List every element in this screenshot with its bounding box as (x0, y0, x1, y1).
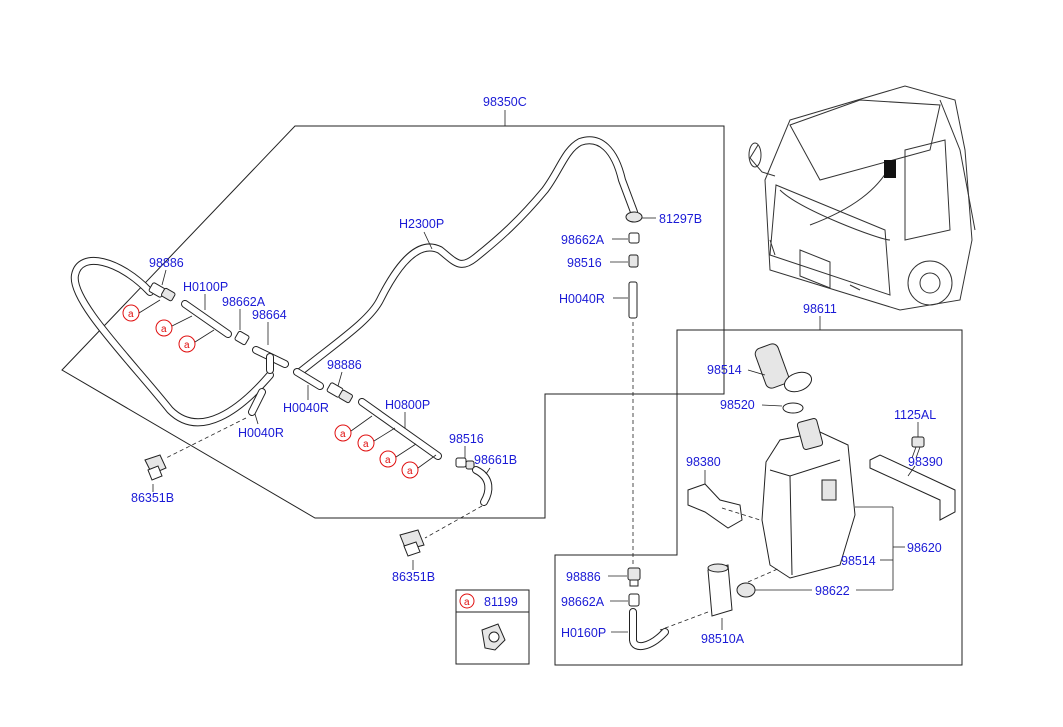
marker-a-6: a (385, 455, 391, 466)
label-98620: 98620 (907, 541, 942, 555)
marker-a-2: a (161, 324, 167, 335)
reservoir-tank-98620 (761, 418, 856, 579)
connector-98516-left (455, 457, 475, 470)
pipe-H0040R-b (248, 388, 266, 416)
joint-98662A-left (234, 330, 250, 346)
label-81297B: 81297B (659, 212, 702, 226)
legend-marker-a: a (464, 597, 470, 608)
label-86351B-a: 86351B (131, 491, 174, 505)
label-98662A-a: 98662A (222, 295, 266, 309)
label-98886-b: 98886 (327, 358, 362, 372)
joint-98662A-upper (628, 232, 640, 244)
bracket-98390 (869, 454, 956, 521)
pipe-H0040R-vertical (628, 281, 638, 319)
label-98662A-b: 98662A (561, 233, 605, 247)
grommet-81297B (625, 211, 643, 223)
connector-98886-left (148, 282, 176, 302)
pump-98510A (707, 563, 733, 617)
connector-98516-upper (628, 254, 639, 268)
label-98886-c: 98886 (566, 570, 601, 584)
label-98611: 98611 (803, 302, 837, 316)
label-98350C: 98350C (483, 95, 527, 109)
label-98380: 98380 (686, 455, 721, 469)
label-98622: 98622 (815, 584, 850, 598)
label-H0100P: H0100P (183, 280, 228, 294)
marker-a-3: a (184, 340, 190, 351)
connector-98886-middle (326, 382, 353, 404)
label-86351B-b: 86351B (392, 570, 435, 584)
label-H0040R-b: H0040R (238, 426, 284, 440)
label-98510A: 98510A (701, 632, 745, 646)
grommet-98622 (736, 582, 756, 598)
label-H2300P: H2300P (399, 217, 444, 231)
clip-markers-right (334, 415, 437, 479)
label-H0160P: H0160P (561, 626, 606, 640)
label-H0800P: H0800P (385, 398, 430, 412)
label-98516-a: 98516 (449, 432, 484, 446)
label-98520: 98520 (720, 398, 755, 412)
marker-a-4: a (340, 429, 346, 440)
assembly-frame-98350C (61, 125, 725, 519)
hose-H0160P (629, 608, 669, 651)
filler-tube-98514 (754, 343, 813, 393)
label-98662A-c: 98662A (561, 595, 605, 609)
pipe-H0800P (358, 398, 442, 460)
nozzle-86351B-left (144, 454, 167, 481)
label-98514-b: 98514 (841, 554, 876, 568)
marker-a-5: a (363, 439, 369, 450)
nozzle-86351B-right (399, 529, 425, 557)
clip-markers-left (122, 299, 215, 353)
seal-98520 (782, 402, 804, 414)
label-98661B: 98661B (474, 453, 517, 467)
label-81199: 81199 (484, 595, 518, 609)
marker-a-7: a (407, 466, 413, 477)
label-H0040R-a: H0040R (283, 401, 329, 415)
label-H0040R-c: H0040R (559, 292, 605, 306)
pipe-H0040R-a (293, 368, 324, 390)
label-98886-a: 98886 (149, 256, 184, 270)
tank-frame-98611 (554, 329, 963, 666)
label-1125AL: 1125AL (894, 408, 936, 422)
hose-loop-left (70, 256, 274, 427)
label-98664: 98664 (252, 308, 287, 322)
truck-illustration (748, 85, 976, 311)
connector-98886-lower (627, 567, 641, 587)
hose-H2300P (296, 136, 638, 376)
pipe-H0100P (181, 300, 232, 338)
joint-98662A-lower (628, 593, 640, 607)
label-98390: 98390 (908, 455, 943, 469)
bracket-98380 (687, 483, 743, 529)
marker-a-1: a (128, 309, 134, 320)
label-98516-b: 98516 (567, 256, 602, 270)
label-98514-a: 98514 (707, 363, 742, 377)
hose-98661B (472, 466, 493, 506)
legend-box-81199 (455, 589, 530, 665)
tee-98664 (252, 346, 289, 374)
